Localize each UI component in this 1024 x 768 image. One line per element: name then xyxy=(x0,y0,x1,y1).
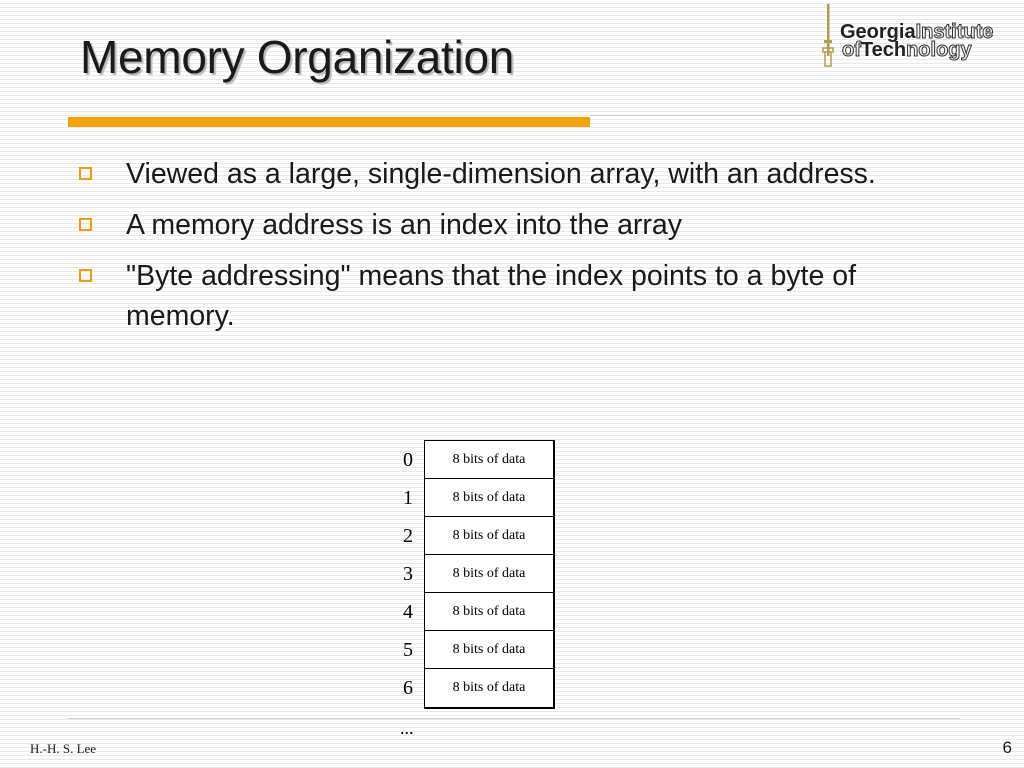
memory-address: 0 xyxy=(403,449,413,471)
memory-cell: 8 bits of data xyxy=(425,593,553,631)
square-bullet-icon xyxy=(79,167,92,180)
memory-address: 5 xyxy=(403,639,413,661)
memory-address: 4 xyxy=(403,601,413,623)
page-number: 6 xyxy=(1002,738,1012,757)
logo-word-georgia: Georgia xyxy=(840,21,916,43)
memory-address: 1 xyxy=(403,487,413,509)
logo-word-of: of xyxy=(842,39,862,61)
memory-array-diagram: 8 bits of data 8 bits of data 8 bits of … xyxy=(424,440,555,709)
square-bullet-icon xyxy=(79,218,92,231)
georgia-tech-logo: GeorgiaInstitute ofTechnology xyxy=(818,2,1014,70)
logo-line-2: ofTechnology xyxy=(842,39,973,61)
memory-continuation: ... xyxy=(400,718,414,738)
square-bullet-icon xyxy=(79,269,92,282)
memory-address: 6 xyxy=(403,677,413,699)
tower-icon xyxy=(822,4,834,67)
memory-cell: 8 bits of data xyxy=(425,441,553,479)
footer-author: H.-H. S. Lee xyxy=(30,741,97,756)
memory-cell: 8 bits of data xyxy=(425,631,553,669)
memory-cell: 8 bits of data xyxy=(452,680,526,695)
logo-word-tech: Tech xyxy=(860,39,907,61)
bullet-list: Viewed as a large, single-dimension arra… xyxy=(76,154,936,347)
bullet-item: "Byte addressing" means that the index p… xyxy=(76,256,936,336)
slide-title: Memory Organization xyxy=(80,31,515,83)
bullet-item: Viewed as a large, single-dimension arra… xyxy=(76,154,936,194)
memory-cell: 8 bits of data xyxy=(425,479,553,517)
footer-divider xyxy=(68,718,960,719)
title-accent-bar xyxy=(68,117,590,127)
memory-cell: 8 bits of data xyxy=(425,517,553,555)
memory-address-column: 0 1 2 3 4 5 6 xyxy=(398,441,418,707)
bullet-text: Viewed as a large, single-dimension arra… xyxy=(126,158,876,190)
bullet-item: A memory address is an index into the ar… xyxy=(76,205,936,245)
bullet-text: "Byte addressing" means that the index p… xyxy=(126,260,857,332)
memory-cell: 8 bits of data xyxy=(425,555,553,593)
logo-word-institute: Institute xyxy=(915,21,994,43)
logo-line-1: GeorgiaInstitute xyxy=(840,21,994,43)
logo-word-nology: nology xyxy=(906,39,973,61)
title-divider xyxy=(590,115,960,116)
memory-address: 3 xyxy=(403,563,413,585)
bullet-text: A memory address is an index into the ar… xyxy=(126,209,683,241)
memory-address: 2 xyxy=(403,525,413,547)
